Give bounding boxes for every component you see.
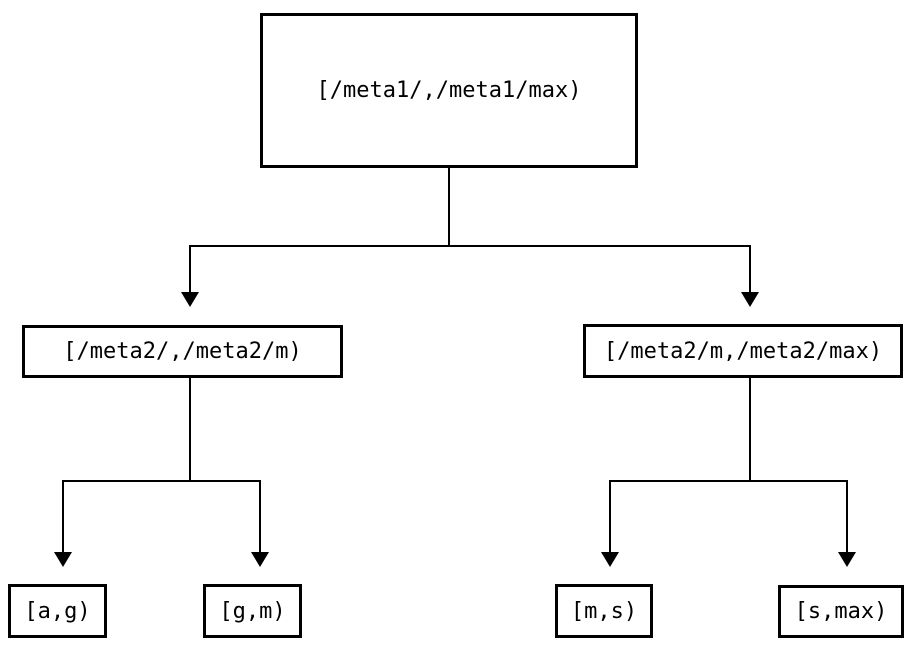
node-root-label: [/meta1/,/meta1/max) xyxy=(316,78,582,103)
edge-root-hbar xyxy=(189,245,751,247)
node-meta2-right-label: [/meta2/m,/meta2/max) xyxy=(603,338,883,364)
node-meta2-right: [/meta2/m,/meta2/max) xyxy=(583,324,903,378)
node-leaf-gm: [g,m) xyxy=(203,584,302,638)
edge-meta2-left-hbar xyxy=(62,480,261,482)
node-leaf-ms: [m,s) xyxy=(555,584,653,638)
node-meta2-left: [/meta2/,/meta2/m) xyxy=(22,325,343,378)
edge-meta2-left-stem xyxy=(189,378,191,482)
arrowhead-down-icon xyxy=(251,552,269,567)
node-leaf-ag: [a,g) xyxy=(8,584,107,638)
edge-meta2-right-drop-ms xyxy=(609,480,611,552)
edge-meta2-left-drop-ag xyxy=(62,480,64,552)
edge-meta2-right-hbar xyxy=(609,480,848,482)
node-leaf-gm-label: [g,m) xyxy=(219,598,286,624)
node-leaf-ms-label: [m,s) xyxy=(570,598,638,624)
edge-meta2-left-drop-gm xyxy=(259,480,261,552)
edge-root-right-drop xyxy=(749,245,751,292)
node-meta2-left-label: [/meta2/,/meta2/m) xyxy=(63,339,302,364)
arrowhead-down-icon xyxy=(838,552,856,567)
edge-root-left-drop xyxy=(189,245,191,292)
node-leaf-smax: [s,max) xyxy=(778,585,904,638)
arrowhead-down-icon xyxy=(601,552,619,567)
arrowhead-down-icon xyxy=(181,292,199,307)
arrowhead-down-icon xyxy=(54,552,72,567)
edge-meta2-right-drop-smax xyxy=(846,480,848,552)
node-leaf-ag-label: [a,g) xyxy=(24,598,91,624)
edge-root-stem xyxy=(448,168,450,247)
arrowhead-down-icon xyxy=(741,292,759,307)
node-leaf-smax-label: [s,max) xyxy=(794,599,888,624)
node-root: [/meta1/,/meta1/max) xyxy=(260,13,638,168)
edge-meta2-right-stem xyxy=(749,378,751,482)
